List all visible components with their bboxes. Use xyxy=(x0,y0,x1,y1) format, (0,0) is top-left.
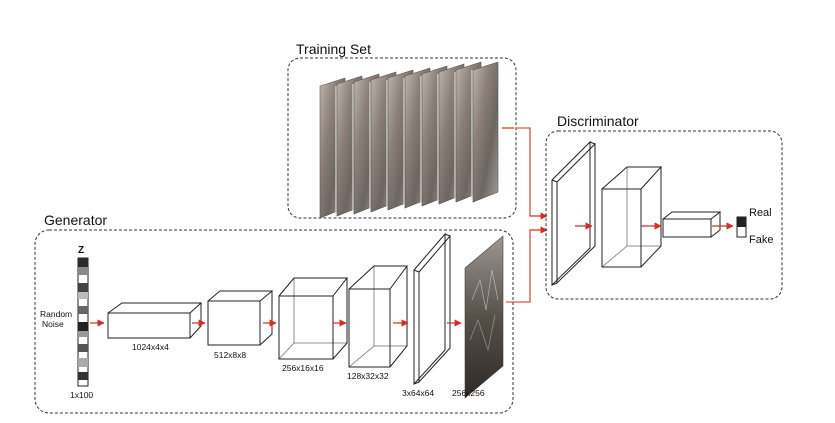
gen-layer-label-5: 3x64x64 xyxy=(402,388,434,398)
z-label: Z xyxy=(78,245,84,256)
discriminator-border xyxy=(545,130,783,300)
gen-layer-label-6: 256x256 xyxy=(452,388,485,398)
generator-border xyxy=(34,229,514,414)
gen-layer-512x8x8 xyxy=(207,290,274,346)
training-set-section: Training Set xyxy=(287,41,517,219)
real-fake-output xyxy=(736,216,747,238)
disc-layer-2 xyxy=(601,166,663,268)
gen-layer-1024x4x4 xyxy=(107,302,203,339)
noise-text-line2: Noise xyxy=(42,319,64,329)
gen-layer-label-1: 1024x4x4 xyxy=(132,342,169,352)
gen-layer-256x16x16 xyxy=(278,277,349,360)
noise-size-label: 1x100 xyxy=(70,390,93,400)
gen-layer-3x64x64 xyxy=(413,232,451,386)
discriminator-input-connections xyxy=(506,127,548,303)
output-real-label: Real xyxy=(749,207,772,219)
gen-layer-label-3: 256x16x16 xyxy=(282,363,324,373)
generator-section: Generator Z Random Noise 1x100 1024x4 xyxy=(34,212,514,414)
training-set-border xyxy=(287,57,517,219)
discriminator-title: Discriminator xyxy=(557,113,639,129)
generated-image xyxy=(464,235,504,399)
gen-layer-label-4: 128x32x32 xyxy=(347,371,389,381)
training-image-stack xyxy=(319,61,499,219)
gen-layer-128x32x32 xyxy=(348,265,408,368)
noise-vector: Z xyxy=(77,245,89,387)
output-fake-label: Fake xyxy=(749,234,773,246)
noise-text-line1: Random xyxy=(40,309,72,319)
training-set-title: Training Set xyxy=(296,41,371,57)
discriminator-section: Discriminator xyxy=(545,113,783,300)
generator-title: Generator xyxy=(44,212,107,228)
disc-layer-1 xyxy=(551,140,596,287)
gen-layer-label-2: 512x8x8 xyxy=(214,350,246,360)
disc-layer-3 xyxy=(662,211,722,238)
